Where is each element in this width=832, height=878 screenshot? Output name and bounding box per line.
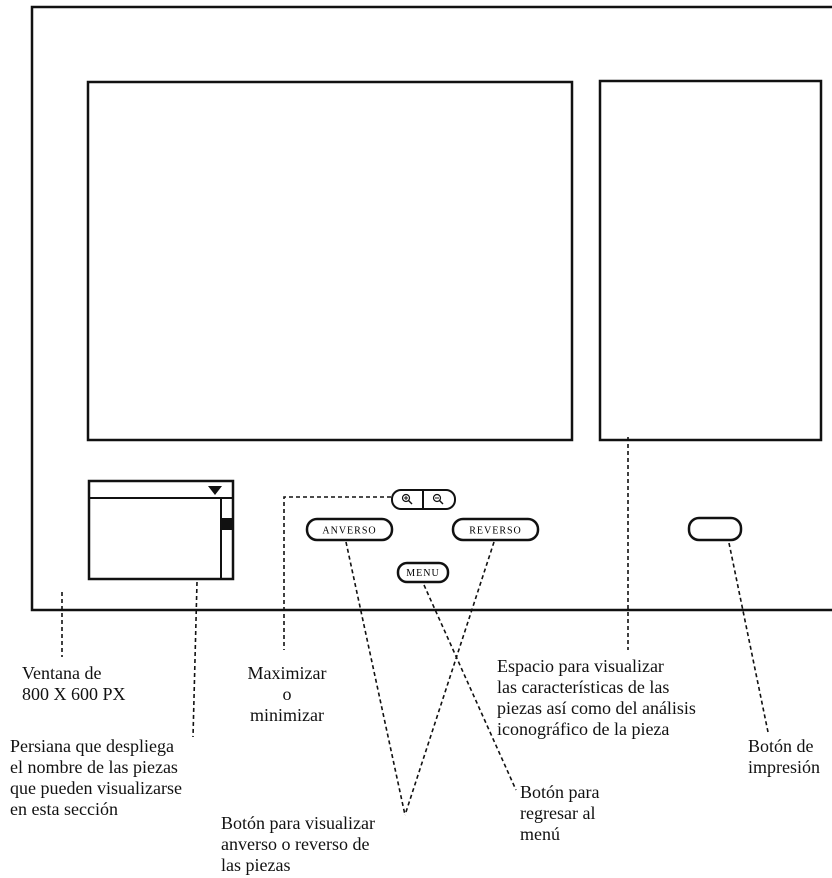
label-window: Ventana de 800 X 600 PX [22, 663, 126, 704]
label-info-panel: Espacio para visualizar las característi… [497, 656, 696, 739]
dropdown-arrow-icon[interactable] [208, 486, 222, 495]
label-dropdown: Persiana que despliega el nombre de las … [10, 736, 182, 819]
label-zoom: Maximizar o minimizar [247, 663, 327, 725]
menu-label: MENU [406, 568, 439, 579]
zoom-out-icon[interactable] [432, 493, 444, 505]
leader-print [728, 542, 769, 733]
leader-menu [423, 584, 517, 791]
leader-reverso [404, 541, 495, 816]
print-button[interactable] [687, 516, 743, 542]
anverso-button[interactable]: ANVERSO [305, 517, 394, 542]
window-frame [30, 5, 832, 612]
leader-dropdown [192, 581, 198, 738]
pieces-dropdown[interactable] [87, 479, 235, 581]
main-image-area [86, 80, 574, 442]
dropdown-scrollbar-thumb[interactable] [222, 518, 232, 530]
leader-anverso [345, 541, 406, 816]
anverso-label: ANVERSO [322, 526, 376, 537]
menu-button[interactable]: MENU [396, 561, 450, 584]
info-panel-area [598, 79, 823, 442]
reverso-label: REVERSO [469, 526, 522, 537]
label-anverso-reverso: Botón para visualizar anverso o reverso … [221, 813, 375, 875]
reverso-button[interactable]: REVERSO [451, 517, 540, 542]
label-menu: Botón para regresar al menú [520, 782, 600, 844]
label-print: Botón de impresión [748, 736, 820, 777]
zoom-buttons[interactable] [391, 489, 456, 510]
leader-zoom [283, 496, 391, 650]
zoom-in-icon[interactable] [401, 493, 413, 505]
